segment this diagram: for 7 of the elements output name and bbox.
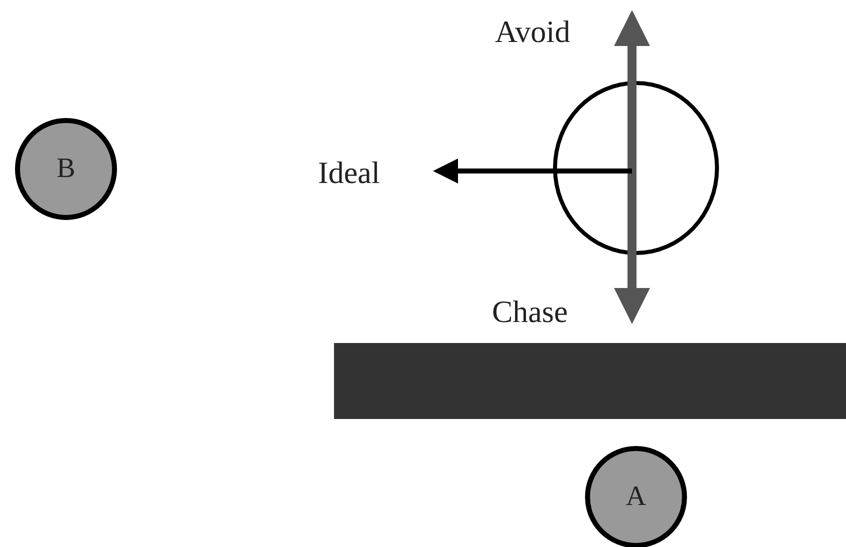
direction-label: Avoid [495,16,570,47]
direction-label: Ideal [318,157,380,188]
direction-label: Chase [492,296,568,327]
node-label: B [56,153,76,185]
agent-circle [553,81,719,255]
wall-bar [334,343,846,419]
node-label: A [626,481,646,513]
